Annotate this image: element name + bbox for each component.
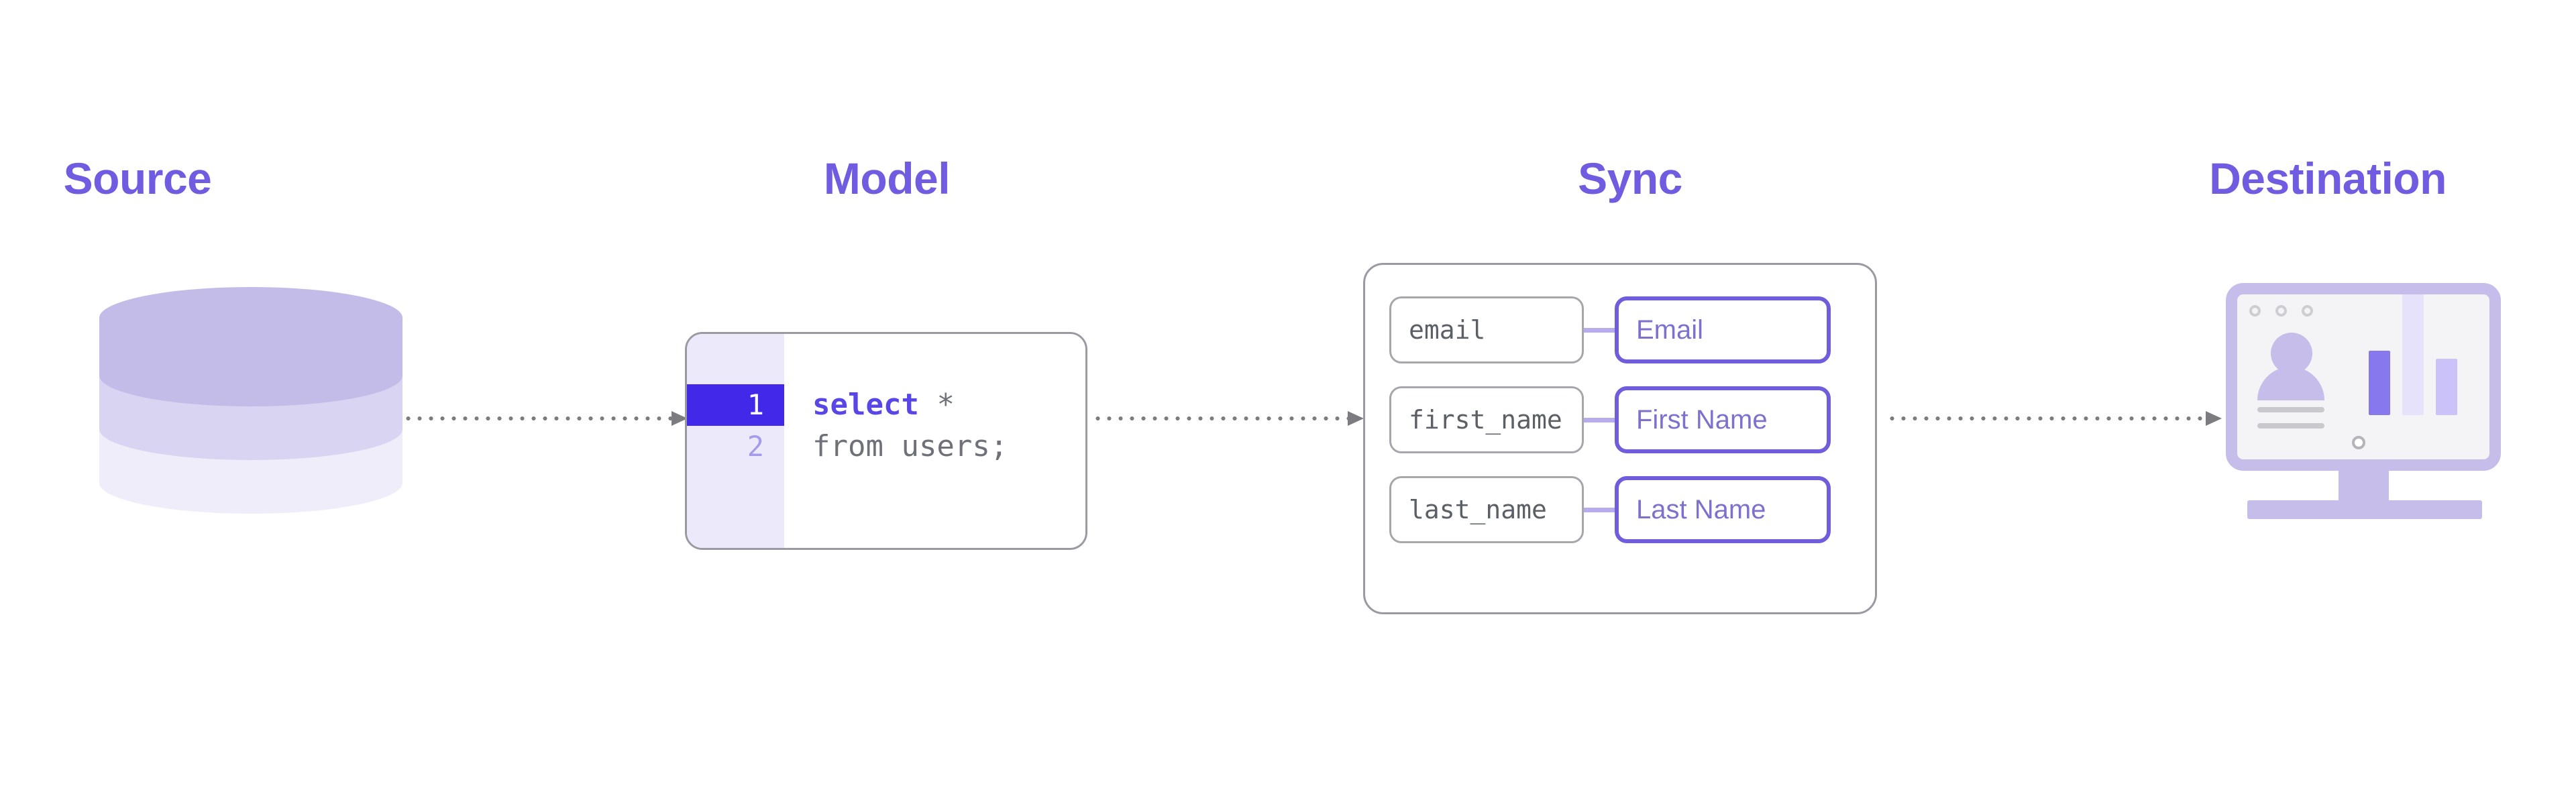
connector-dots — [402, 416, 672, 420]
window-dot-3-icon — [2302, 305, 2313, 317]
window-dot-2-icon — [2275, 305, 2287, 317]
destination-field-first-name[interactable]: First Name — [1615, 386, 1831, 453]
mapping-row[interactable]: email Email — [1389, 293, 1851, 367]
source-field-last-name[interactable]: last_name — [1389, 476, 1584, 543]
code-line-number-1: 1 — [687, 384, 784, 426]
avatar-text-line-2 — [2257, 423, 2324, 429]
destination-field-email[interactable]: Email — [1615, 296, 1831, 363]
stage-heading-sync: Sync — [1578, 154, 1682, 203]
connector-sync-to-destination — [1886, 411, 2222, 426]
monitor-camera-icon — [2352, 436, 2365, 449]
source-field-first-name[interactable]: first_name — [1389, 386, 1584, 453]
window-dot-1-icon — [2249, 305, 2261, 317]
code-line-number-2: 2 — [747, 430, 764, 463]
connector-arrowhead-icon — [2206, 411, 2222, 426]
mapping-row[interactable]: first_name First Name — [1389, 383, 1851, 457]
mapping-link-line — [1584, 417, 1615, 422]
dashboard-bar-2 — [2402, 294, 2424, 415]
stage-heading-model: Model — [823, 154, 951, 203]
code-line-1: select * — [812, 384, 1085, 426]
stage-heading-destination: Destination — [2209, 154, 2447, 203]
monitor-dashboard-icon — [2226, 283, 2501, 519]
connector-dots — [1886, 416, 2206, 420]
stage-heading-source: Source — [63, 154, 212, 203]
code-gutter: 1 2 — [687, 334, 784, 548]
connector-dots — [1092, 416, 1348, 420]
db-layer-1-top — [99, 287, 402, 349]
dashboard-bar-3 — [2436, 359, 2457, 415]
sql-star-token: * — [918, 388, 955, 422]
dashboard-bar-1 — [2369, 351, 2390, 415]
source-field-email[interactable]: email — [1389, 296, 1584, 363]
db-layer-1-bottom — [99, 345, 402, 406]
db-layer-2-bottom — [99, 398, 402, 460]
code-line-2: from users; — [812, 426, 1085, 467]
mapping-row[interactable]: last_name Last Name — [1389, 473, 1851, 547]
mapping-link-line — [1584, 507, 1615, 512]
user-avatar-body — [2257, 367, 2324, 400]
avatar-text-line-1 — [2257, 407, 2324, 412]
sql-keyword-select: select — [812, 388, 919, 422]
destination-field-last-name[interactable]: Last Name — [1615, 476, 1831, 543]
connector-model-to-sync — [1092, 411, 1364, 426]
monitor-stand-base — [2247, 500, 2482, 519]
db-layer-3-bottom — [99, 452, 402, 514]
code-text-area[interactable]: select * from users; — [784, 334, 1085, 548]
sync-mapping-card[interactable]: email Email first_name First Name last_n… — [1363, 263, 1877, 614]
database-cylinder-icon — [99, 287, 402, 583]
sql-from-clause: from users; — [812, 429, 1008, 463]
model-code-card[interactable]: 1 2 select * from users; — [685, 332, 1087, 550]
connector-source-to-model — [402, 411, 688, 426]
connector-arrowhead-icon — [1348, 411, 1364, 426]
mapping-link-line — [1584, 327, 1615, 333]
connector-arrowhead-icon — [672, 411, 688, 426]
